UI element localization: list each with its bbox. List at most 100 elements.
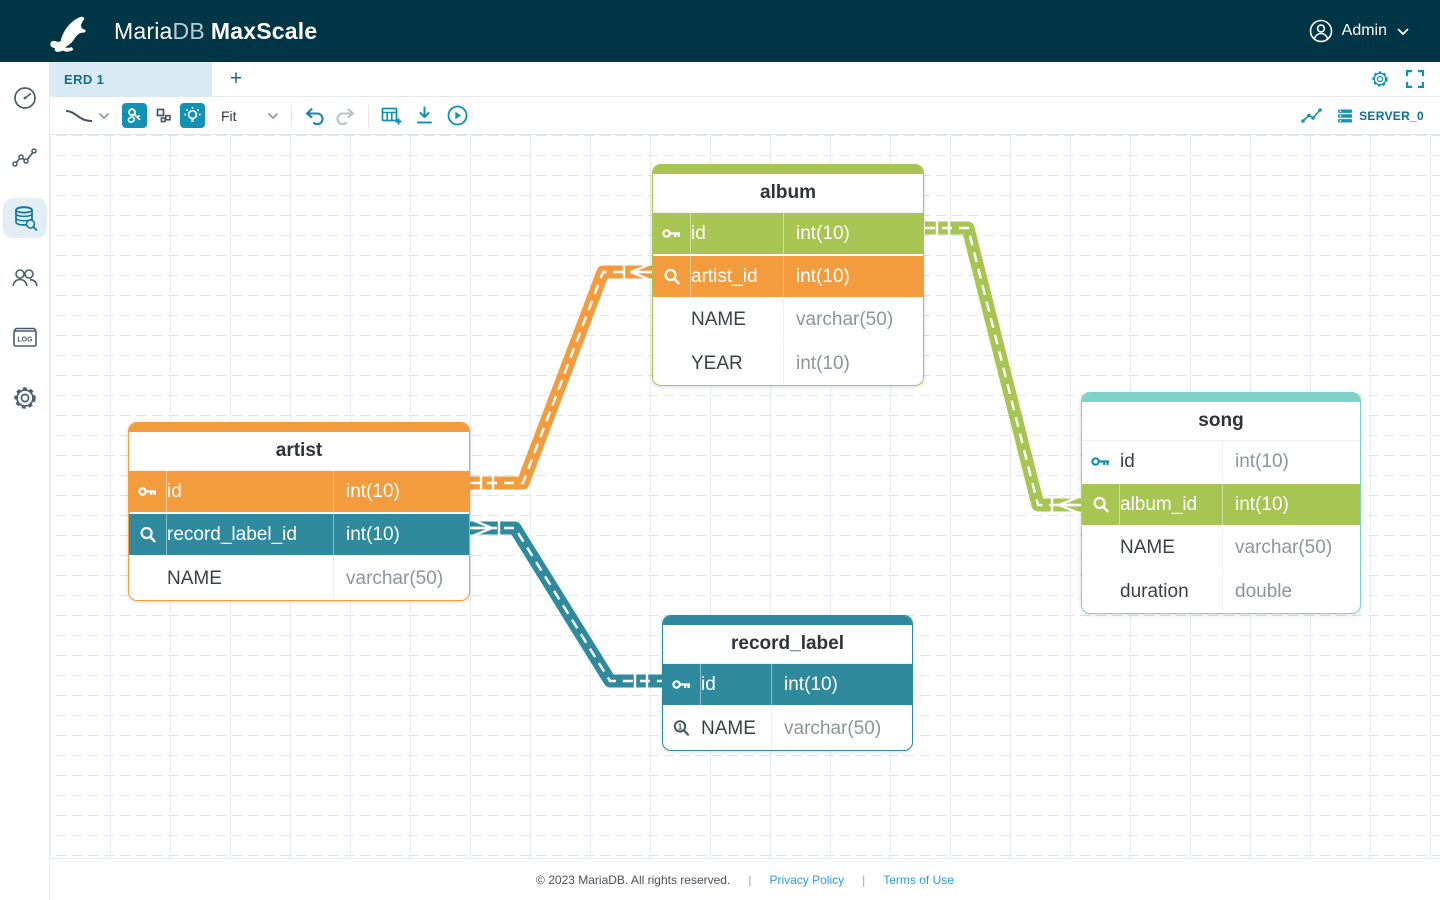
sidebar-item-settings[interactable]	[3, 378, 47, 418]
export-button[interactable]	[416, 106, 433, 125]
table-row[interactable]: record_label_id int(10)	[129, 514, 469, 557]
terms-of-use-link[interactable]: Terms of Use	[883, 872, 954, 887]
table-title[interactable]: artist	[129, 432, 469, 471]
apply-script-button[interactable]	[447, 105, 468, 126]
entity-table-song[interactable]: song id int(10) album_id int(10) NAME va…	[1081, 392, 1361, 614]
table-row[interactable]: 1 NAME varchar(50)	[663, 707, 912, 750]
redo-button[interactable]	[335, 106, 356, 125]
toggle-foreign-keys-button[interactable]	[122, 103, 147, 128]
table-color-strip	[129, 423, 469, 432]
sidebar-item-query-editor[interactable]	[2, 198, 47, 238]
foreign-key-icon	[1082, 484, 1120, 525]
connection-artist-record-label[interactable]	[469, 517, 662, 689]
undo-button[interactable]	[304, 106, 325, 125]
primary-key-icon	[1082, 441, 1120, 482]
zoom-fit-chevron[interactable]	[267, 112, 279, 120]
zoom-fit-select[interactable]: Fit	[221, 107, 237, 124]
table-row[interactable]: artist_id int(10)	[653, 256, 923, 299]
column-name: NAME	[701, 717, 756, 739]
add-tab-button[interactable]: +	[212, 62, 260, 97]
connection-album-song[interactable]	[925, 220, 1082, 516]
column-type: varchar(50)	[333, 557, 469, 600]
table-row[interactable]: id int(10)	[129, 471, 469, 514]
table-row[interactable]: duration double	[1082, 570, 1360, 613]
sidebar-item-logs[interactable]: LOG	[3, 318, 47, 358]
user-menu[interactable]: Admin	[1309, 19, 1410, 43]
highlight-relationships-button[interactable]	[180, 103, 205, 128]
table-row[interactable]: NAME varchar(50)	[1082, 527, 1360, 570]
column-name: album_id	[1120, 493, 1198, 515]
table-row[interactable]: NAME varchar(50)	[653, 299, 923, 342]
create-table-button[interactable]	[381, 106, 402, 126]
column-name: id	[701, 673, 716, 695]
connection-artist-album[interactable]	[470, 261, 654, 491]
table-row[interactable]: id int(10)	[653, 213, 923, 256]
table-title[interactable]: song	[1082, 402, 1360, 441]
table-row[interactable]: album_id int(10)	[1082, 484, 1360, 527]
footer-divider: |	[748, 872, 752, 887]
table-row[interactable]: id int(10)	[1082, 441, 1360, 484]
privacy-policy-link[interactable]: Privacy Policy	[769, 872, 845, 887]
server-selector[interactable]: SERVER_0	[1337, 108, 1424, 124]
relationship-layer	[469, 220, 1082, 689]
column-type: int(10)	[783, 256, 923, 297]
users-icon	[11, 269, 38, 287]
column-type: int(10)	[783, 213, 923, 254]
column-type: int(10)	[1222, 484, 1360, 525]
brand-maria: Maria	[114, 17, 173, 44]
brand-product: MaxScale	[210, 17, 318, 44]
settings-button[interactable]	[1370, 69, 1390, 89]
entity-table-record-label[interactable]: record_label id int(10) 1 NAME varchar(5…	[662, 615, 913, 751]
foreign-key-icon	[653, 256, 691, 297]
tab-erd-1[interactable]: ERD 1	[50, 61, 212, 97]
sidebar-item-users[interactable]	[3, 258, 47, 298]
table-title[interactable]: record_label	[663, 625, 912, 664]
table-title[interactable]: album	[653, 174, 923, 213]
erd-canvas[interactable]: album id int(10) artist_id int(10) NAME …	[50, 135, 1440, 858]
column-type: int(10)	[1222, 441, 1360, 482]
toolbar-divider	[290, 104, 292, 127]
column-name: YEAR	[691, 352, 743, 374]
visualize-schemas-button[interactable]	[1301, 107, 1323, 125]
table-row[interactable]: YEAR int(10)	[653, 342, 923, 385]
entity-table-artist[interactable]: artist id int(10) record_label_id int(10…	[128, 422, 470, 601]
column-name: NAME	[691, 308, 746, 330]
page-footer: © 2023 MariaDB. All rights reserved. | P…	[50, 858, 1440, 900]
fullscreen-button[interactable]	[1406, 70, 1424, 88]
column-type: double	[1222, 570, 1360, 613]
gear-icon	[1372, 71, 1388, 87]
database-search-icon	[14, 206, 37, 231]
gear-icon	[13, 387, 36, 409]
logs-icon: LOG	[12, 327, 37, 347]
unique-key-icon: 1	[663, 707, 701, 750]
dashboard-icon	[13, 87, 36, 109]
link-shape-chevron[interactable]	[98, 112, 110, 120]
undo-icon	[305, 108, 324, 125]
auto-arrange-button[interactable]	[151, 103, 176, 128]
tab-bar: ERD 1 +	[50, 61, 1440, 97]
foreign-key-icon	[129, 514, 167, 555]
entity-table-album[interactable]: album id int(10) artist_id int(10) NAME …	[652, 164, 924, 386]
column-name: record_label_id	[167, 523, 297, 545]
column-type: int(10)	[771, 664, 912, 705]
column-type: varchar(50)	[1222, 527, 1360, 568]
primary-key-icon	[129, 471, 167, 512]
server-icon	[1338, 109, 1353, 122]
sidebar-item-dashboard[interactable]	[3, 78, 47, 118]
table-row[interactable]: NAME varchar(50)	[129, 557, 469, 600]
column-type: varchar(50)	[771, 707, 912, 750]
table-color-strip	[653, 165, 923, 174]
user-avatar-icon	[1309, 19, 1332, 43]
erd-toolbar: Fit	[50, 97, 1440, 135]
table-color-strip	[1082, 393, 1360, 402]
primary-key-icon	[663, 664, 701, 705]
primary-key-icon	[653, 213, 691, 254]
sidebar-item-visualization[interactable]	[3, 138, 47, 178]
fullscreen-icon	[1406, 70, 1424, 88]
table-row[interactable]: id int(10)	[663, 664, 912, 707]
mariadb-seal-icon	[50, 16, 86, 52]
graph-icon	[1301, 107, 1322, 123]
column-type: varchar(50)	[783, 299, 923, 340]
link-shape-select[interactable]	[60, 107, 98, 125]
